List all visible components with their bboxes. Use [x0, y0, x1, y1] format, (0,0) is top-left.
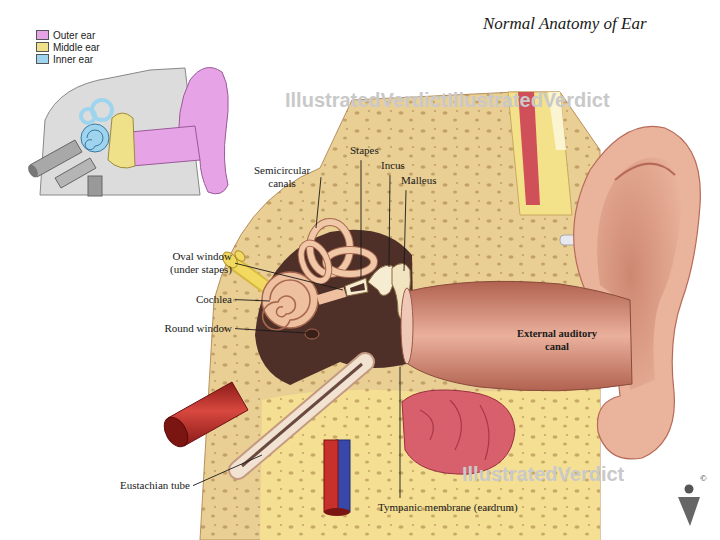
cochlea	[262, 272, 345, 339]
part-label-box: Tympanic membrane (eardrum)	[378, 501, 518, 514]
leader-line	[404, 190, 406, 271]
legend-swatch	[36, 30, 49, 40]
legend-row: Middle ear	[36, 41, 100, 53]
part-label: Stapes	[350, 144, 379, 157]
watermark: IllustratedVerdictIllustratedVerdict	[285, 88, 610, 112]
diagram-title: Normal Anatomy of Ear	[483, 14, 647, 34]
blood-vessels	[324, 440, 338, 512]
eustachian-tube	[238, 362, 365, 470]
part-label: Eustachian tube	[100, 479, 190, 492]
part-label: Malleus	[401, 174, 436, 187]
logo-mark	[678, 497, 700, 526]
region-label-box: External auditory canal	[507, 328, 607, 353]
pinna	[615, 164, 675, 180]
part-label-box: Oval window (under stapes)	[150, 250, 232, 276]
skin-layers	[508, 92, 588, 308]
leader-line	[316, 177, 321, 228]
leader-line	[389, 175, 390, 267]
blood-vessels	[324, 508, 350, 516]
watermark-box: IllustratedVerdict	[462, 462, 624, 486]
logo-mark	[685, 485, 694, 494]
inset-ear-drawing	[81, 109, 95, 123]
part-label: Oval window (under stapes)	[150, 250, 232, 276]
inset-ear-drawing	[88, 176, 102, 196]
watermark: IllustratedVerdict	[462, 462, 624, 486]
part-label-box: Malleus	[401, 174, 436, 187]
legend-row: Inner ear	[36, 53, 100, 65]
semicircular-canals	[326, 250, 374, 274]
ossicles	[345, 278, 368, 296]
ossicles	[368, 265, 395, 295]
inset-ear-drawing	[81, 124, 109, 152]
part-label-box: Semicircular canals	[246, 164, 318, 190]
part-label-box: Stapes	[350, 144, 379, 157]
copyright-mark: ©	[700, 473, 707, 484]
leader-line	[235, 300, 270, 301]
tympanic-membrane	[401, 288, 413, 364]
part-label-box: Cochlea	[140, 293, 232, 306]
cochlea	[305, 329, 319, 339]
semicircular-canals	[296, 222, 374, 285]
eustachian-tube	[238, 362, 365, 470]
cochlea	[263, 280, 310, 330]
legend-text: Outer ear	[53, 30, 95, 41]
ossicles	[350, 283, 365, 292]
part-label-box: Round window	[110, 322, 232, 335]
parotid-tissue	[402, 390, 515, 474]
semicircular-canals	[326, 250, 374, 274]
inset-ear-drawing	[130, 126, 200, 166]
legend-text: Middle ear	[53, 42, 100, 53]
legend-swatch	[36, 54, 49, 64]
watermark-box: IllustratedVerdictIllustratedVerdict	[285, 88, 610, 112]
blood-vessels	[159, 413, 192, 451]
inset-ear-drawing	[85, 130, 103, 150]
inset-ear-drawing	[40, 68, 200, 195]
eustachian-tube	[242, 364, 362, 466]
part-label: Incus	[381, 159, 405, 172]
cochlea	[318, 292, 345, 300]
ossicles	[345, 263, 410, 319]
leader-line	[235, 263, 343, 290]
part-label-box: Eustachian tube	[100, 479, 190, 492]
region-label: External auditory canal	[507, 328, 607, 353]
part-label: Tympanic membrane (eardrum)	[378, 501, 518, 514]
logo-mark	[678, 485, 700, 527]
copyright-mark-box: ©	[700, 473, 707, 484]
part-label-box: Incus	[381, 159, 405, 172]
leader-line	[361, 160, 362, 279]
inset-ear-drawing	[26, 163, 40, 179]
parotid-tissue	[402, 390, 515, 474]
legend-swatch	[36, 42, 49, 52]
inset-ear-drawing	[108, 113, 135, 168]
title-box: Normal Anatomy of Ear	[483, 14, 647, 34]
cochlear-nerve	[232, 262, 270, 290]
external-auditory-canal	[405, 281, 632, 391]
cochlear-nerve	[232, 262, 270, 290]
part-label: Cochlea	[140, 293, 232, 306]
leader-line	[193, 455, 262, 486]
inset-ear-drawing	[26, 68, 228, 197]
leader-line	[235, 329, 306, 333]
legend: Outer earMiddle earInner ear	[36, 29, 100, 65]
part-label: Semicircular canals	[246, 164, 318, 190]
parotid-tissue	[420, 400, 489, 460]
eustachian-tube	[238, 362, 365, 470]
legend-row: Outer ear	[36, 29, 100, 41]
part-label: Round window	[110, 322, 232, 335]
middle-ear-cavity	[255, 230, 414, 385]
cochlear-nerve	[233, 249, 247, 263]
leader-line	[400, 367, 401, 498]
legend-text: Inner ear	[53, 54, 93, 65]
